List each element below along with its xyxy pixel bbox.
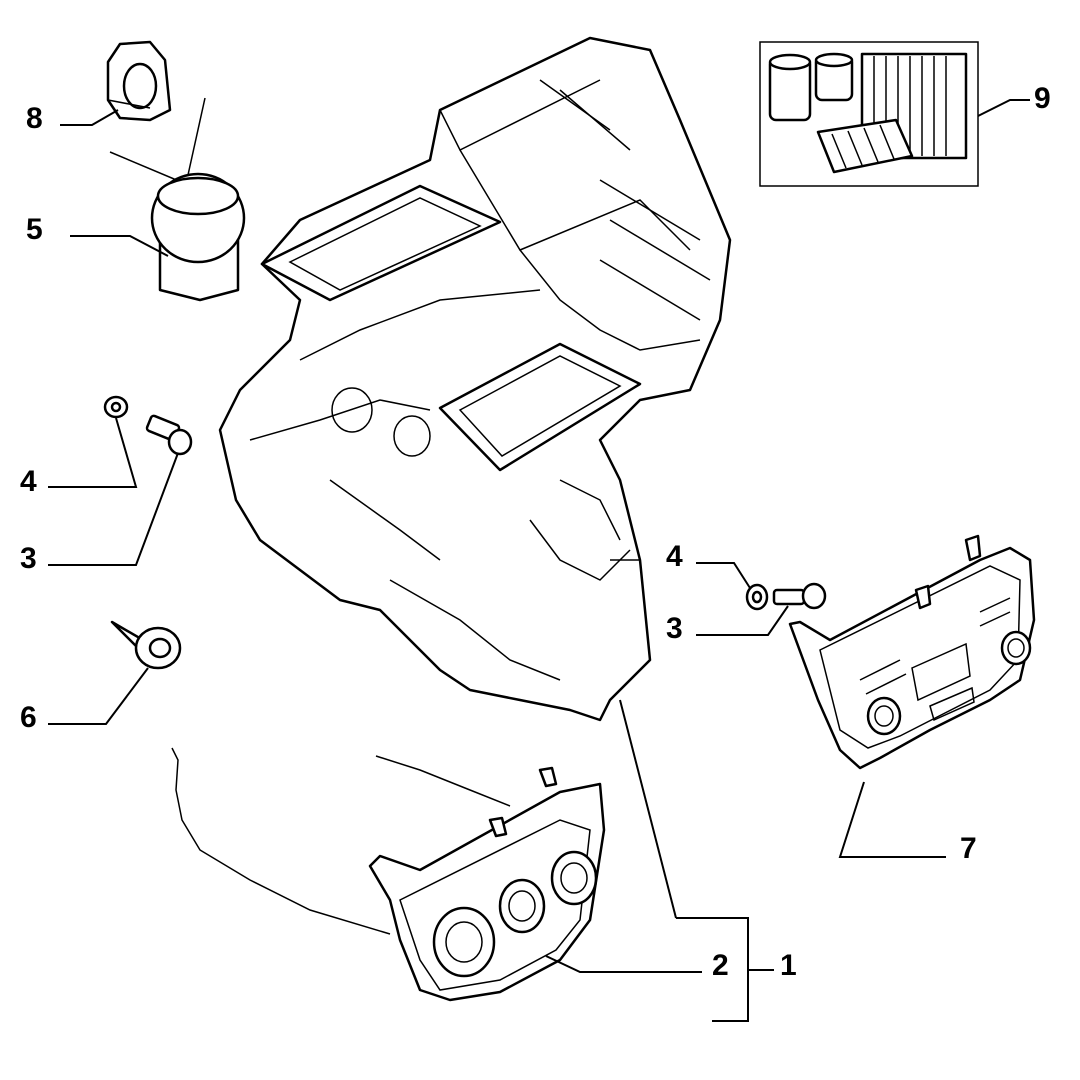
hvac-housing-illustration bbox=[218, 36, 732, 722]
leader-line-5 bbox=[70, 235, 169, 257]
explode-line bbox=[109, 151, 187, 185]
bolt-illustration bbox=[145, 414, 193, 456]
leader-line-3-left bbox=[48, 452, 179, 566]
callout-4: 4 bbox=[20, 465, 37, 498]
washer-illustration bbox=[103, 395, 129, 419]
bolt-illustration bbox=[772, 582, 827, 610]
washer-illustration bbox=[745, 583, 769, 611]
callout-6: 6 bbox=[20, 701, 37, 734]
screw-illustration bbox=[110, 620, 182, 670]
callout-9: 9 bbox=[1034, 82, 1051, 115]
leader-line-3-right bbox=[696, 605, 789, 636]
clip-illustration bbox=[106, 40, 172, 122]
leader-line-6 bbox=[48, 667, 149, 725]
leader-line-8 bbox=[60, 109, 119, 126]
explode-line bbox=[185, 97, 206, 185]
callout-3-right: 3 bbox=[666, 612, 683, 645]
callout-2: 2 bbox=[712, 949, 729, 982]
leader-line-9 bbox=[977, 99, 1030, 117]
callout-3: 3 bbox=[20, 542, 37, 575]
climate-control-panel-2-illustration bbox=[171, 747, 606, 1002]
climate-control-panel-7-illustration bbox=[788, 534, 1036, 770]
callout-7: 7 bbox=[960, 832, 977, 865]
callout-5: 5 bbox=[26, 213, 43, 246]
callout-8: 8 bbox=[26, 102, 43, 135]
leader-line-4-left bbox=[48, 417, 138, 488]
leader-line-2 bbox=[545, 955, 702, 973]
leader-line-7 bbox=[838, 781, 946, 858]
leader-line-1-to-housing bbox=[619, 699, 677, 919]
blower-motor-illustration bbox=[150, 172, 246, 302]
leader-line-4-right bbox=[696, 562, 751, 589]
callout-1: 1 bbox=[780, 949, 797, 982]
filter-kit-illustration bbox=[759, 41, 979, 187]
callout-4-right: 4 bbox=[666, 540, 683, 573]
